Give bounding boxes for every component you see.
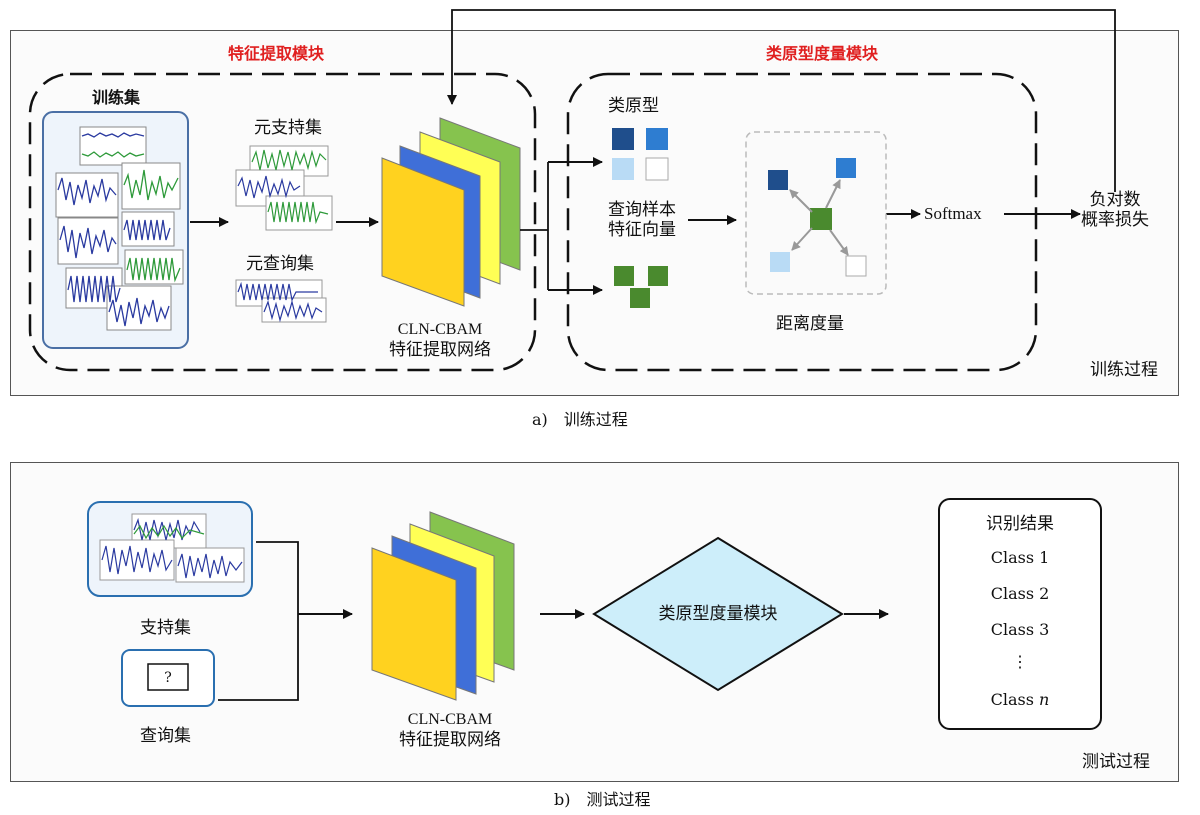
network-label-train-line1: CLN-CBAM (397, 321, 483, 338)
training-panel (10, 30, 1179, 396)
cln-cbam-layers-test (371, 511, 515, 701)
support-set-label: 支持集 (140, 618, 191, 638)
feature-module-box (28, 72, 537, 372)
result-class-n: Class n (940, 690, 1100, 710)
query-feature-squares (614, 266, 668, 308)
network-label-train: CLN-CBAM 特征提取网络 (370, 320, 510, 360)
meta-query-thumbnails (235, 279, 327, 323)
distance-label: 距离度量 (776, 314, 844, 334)
testing-process-label: 测试过程 (1082, 752, 1150, 772)
network-label-train-line2: 特征提取网络 (389, 340, 491, 360)
query-feature-label: 查询样本 特征向量 (592, 200, 692, 240)
loss-label: 负对数 概率损失 (1070, 190, 1160, 230)
prototype-module-diamond (592, 536, 844, 692)
result-class-n-prefix: Class (990, 690, 1040, 709)
result-class-2: Class 2 (990, 584, 1050, 603)
cln-cbam-layers-train (381, 117, 521, 307)
network-label-test-line1: CLN-CBAM (407, 711, 493, 728)
result-class-3: Class 3 (990, 620, 1050, 639)
query-feature-line2: 特征向量 (608, 220, 676, 240)
testing-caption: b) 测试过程 (554, 790, 651, 809)
loss-line1: 负对数 (1089, 190, 1141, 210)
class-prototype-squares (612, 128, 669, 181)
query-feature-line1: 查询样本 (608, 200, 676, 220)
prototype-label: 类原型 (608, 96, 659, 116)
result-ellipsis: ⋮ (1012, 652, 1028, 671)
meta-query-label: 元查询集 (246, 254, 314, 274)
prototype-module-box (566, 72, 1038, 372)
diamond-label: 类原型度量模块 (658, 604, 778, 624)
loss-line2: 概率损失 (1081, 210, 1149, 230)
train-set-label: 训练集 (92, 88, 141, 107)
result-class-n-var: n (1039, 690, 1050, 709)
result-class-1: Class 1 (990, 548, 1050, 567)
result-title: 识别结果 (986, 514, 1054, 534)
query-mark: ? (164, 670, 172, 686)
training-process-label: 训练过程 (1090, 360, 1158, 380)
recognition-result-box: 识别结果 Class 1 Class 2 Class 3 ⋮ Class n (938, 498, 1102, 730)
query-set-label: 查询集 (140, 726, 191, 746)
meta-support-label: 元支持集 (254, 118, 322, 138)
prototype-module-title: 类原型度量模块 (766, 44, 879, 63)
network-label-test-line2: 特征提取网络 (399, 730, 501, 750)
training-caption: a) 训练过程 (532, 410, 628, 429)
distance-metric-graph (768, 158, 867, 277)
softmax-label: Softmax (924, 204, 982, 223)
network-label-test: CLN-CBAM 特征提取网络 (380, 710, 520, 750)
feature-module-title: 特征提取模块 (228, 44, 325, 63)
